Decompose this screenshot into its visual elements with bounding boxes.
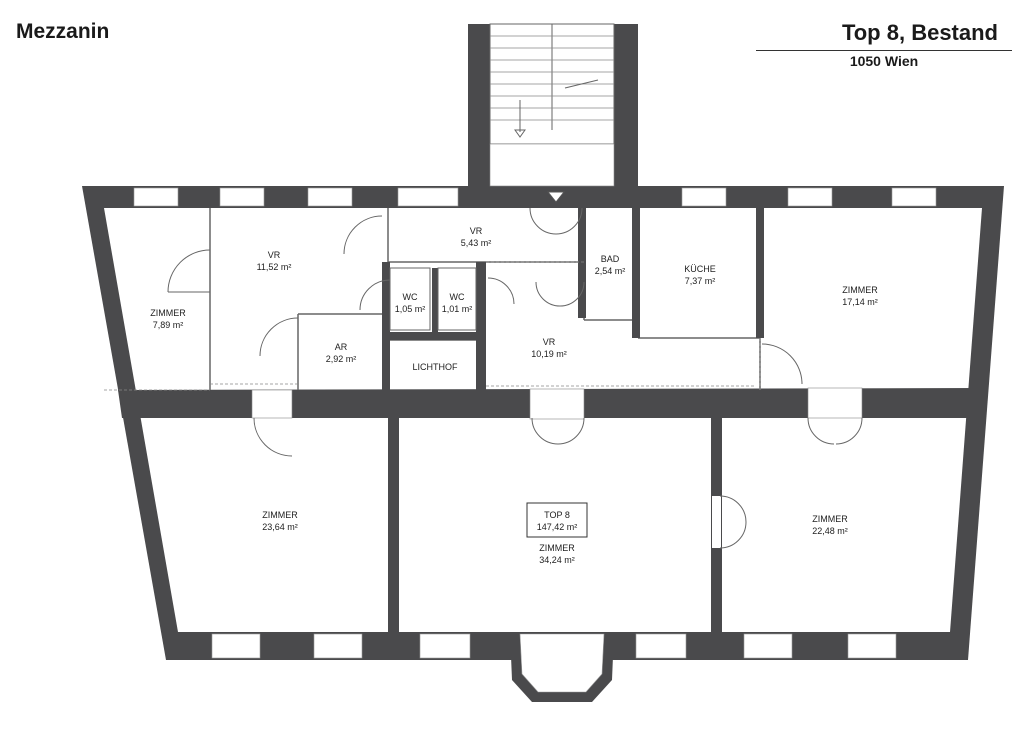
floor-title: Mezzanin <box>16 20 110 43</box>
room-zimmer-bottom-left-name: ZIMMER <box>262 510 298 520</box>
unit-area: 147,42 m² <box>537 522 578 532</box>
wc-cells <box>389 267 477 331</box>
room-wc1-name: WC <box>403 292 418 302</box>
room-zimmer-bottom-center-name: ZIMMER <box>539 543 575 553</box>
room-vr-left-name: VR <box>268 250 281 260</box>
middle-wall-doors <box>251 387 863 420</box>
room-zimmer-bottom-center-area: 34,24 m² <box>539 555 575 565</box>
room-kueche-name: KÜCHE <box>684 264 716 274</box>
room-labels: ZIMMER 7,89 m² VR 11,52 m² VR 5,43 m² BA… <box>150 226 878 565</box>
room-vr-center-name: VR <box>543 337 556 347</box>
room-zimmer-left-small-area: 7,89 m² <box>153 320 184 330</box>
room-vr-left-area: 11,52 m² <box>257 262 292 272</box>
room-zimmer-right-top-name: ZIMMER <box>842 285 878 295</box>
room-wc2-area: 1,01 m² <box>442 304 473 314</box>
door-arcs <box>167 207 863 549</box>
room-lichthof-name: LICHTHOF <box>413 362 459 372</box>
unit-box <box>526 502 588 538</box>
stairwell <box>468 23 638 203</box>
room-zimmer-bottom-right-name: ZIMMER <box>812 514 848 524</box>
dashed-openings <box>104 261 761 391</box>
room-zimmer-left-small-name: ZIMMER <box>150 308 186 318</box>
room-vr-center-area: 10,19 m² <box>531 349 567 359</box>
header-rule <box>756 50 1012 51</box>
windows-bottom <box>211 633 897 659</box>
bay-window <box>510 632 614 702</box>
room-zimmer-bottom-left-area: 23,64 m² <box>262 522 298 532</box>
room-vr-top-name: VR <box>470 226 483 236</box>
room-ar-area: 2,92 m² <box>326 354 357 364</box>
room-vr-top-area: 5,43 m² <box>461 238 492 248</box>
room-wc2-name: WC <box>450 292 465 302</box>
room-wc1-area: 1,05 m² <box>395 304 426 314</box>
room-zimmer-bottom-right-area: 22,48 m² <box>812 526 848 536</box>
room-bad-area: 2,54 m² <box>595 266 626 276</box>
windows-top <box>133 187 937 207</box>
plan-title: Top 8, Bestand <box>841 20 998 45</box>
room-kueche-area: 7,37 m² <box>685 276 716 286</box>
unit-name: TOP 8 <box>544 510 570 520</box>
plan-header: Top 8, Bestand 1050 Wien <box>756 20 1012 69</box>
floor-area <box>104 208 982 632</box>
plan-city: 1050 Wien <box>849 53 919 69</box>
room-bad-name: BAD <box>601 254 620 264</box>
room-ar-name: AR <box>335 342 348 352</box>
room-zimmer-right-top-area: 17,14 m² <box>842 297 878 307</box>
